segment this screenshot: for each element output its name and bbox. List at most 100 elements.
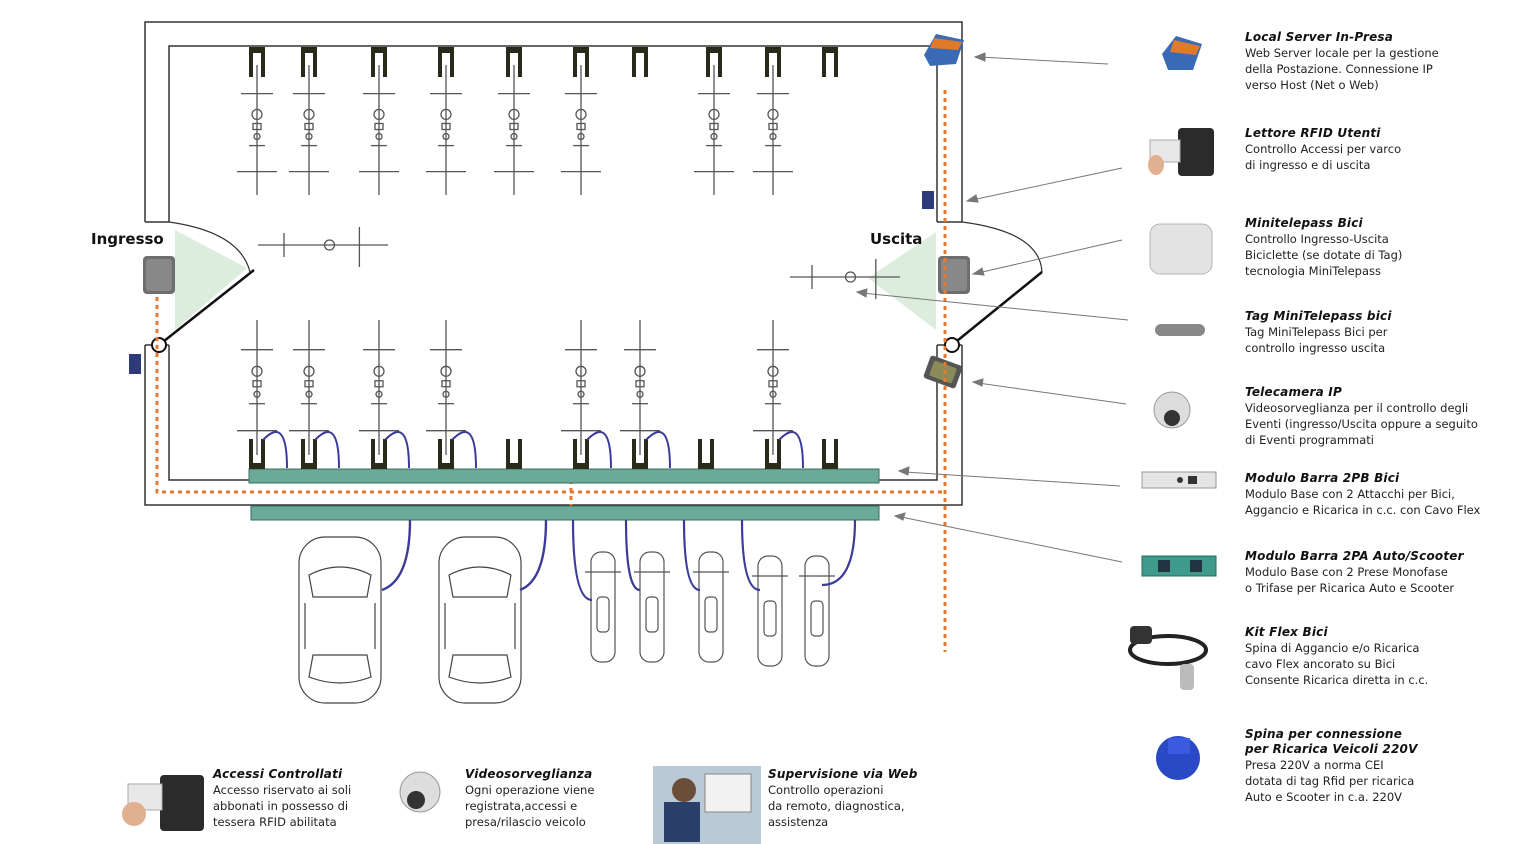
bike-rack bbox=[249, 439, 265, 469]
feature-desc: Ogni operazione viene registrata,accessi… bbox=[465, 783, 595, 829]
bar-module-2pb-icon bbox=[1141, 471, 1217, 489]
rfid-reader-icon bbox=[129, 354, 141, 374]
pointer-lines bbox=[855, 52, 1129, 563]
building-walls bbox=[144, 21, 963, 506]
feature-title: Supervisione via Web bbox=[768, 767, 918, 781]
legend-item-desc: Modulo Base con 2 Prese Monofase o Trifa… bbox=[1245, 565, 1455, 595]
flex-cable bbox=[778, 431, 804, 469]
legend-item-desc: Tag MiniTelepass Bici per controllo ingr… bbox=[1245, 325, 1388, 355]
scooter bbox=[634, 551, 670, 663]
bicycle bbox=[694, 65, 734, 195]
ip-camera-icon bbox=[1153, 391, 1191, 429]
tag-icon bbox=[1155, 324, 1205, 336]
flex-cable bbox=[586, 431, 612, 469]
legend-item-desc: Controllo Ingresso-Uscita Biciclette (se… bbox=[1245, 232, 1403, 278]
bike-rack bbox=[698, 439, 714, 469]
bike-rack bbox=[249, 47, 265, 77]
legend-item-title: Local Server In-Presa bbox=[1245, 30, 1394, 44]
scooter bbox=[752, 555, 788, 667]
bike-rack bbox=[371, 47, 387, 77]
bicycle bbox=[561, 320, 601, 455]
feature-title: Videosorveglianza bbox=[465, 767, 593, 781]
car bbox=[438, 536, 522, 704]
car bbox=[298, 536, 382, 704]
bicycle bbox=[753, 65, 793, 195]
legend-item-desc: Controllo Accessi per varco di ingresso … bbox=[1245, 142, 1402, 172]
exit-label: Uscita bbox=[870, 230, 923, 248]
bike-rack bbox=[822, 439, 838, 469]
network-cable bbox=[155, 90, 947, 652]
scooter bbox=[799, 555, 835, 667]
bicycle bbox=[494, 65, 534, 195]
ip-camera-icon bbox=[923, 355, 963, 389]
flex-cable bbox=[314, 431, 340, 469]
bicycle bbox=[289, 65, 329, 195]
bicycle bbox=[258, 227, 388, 267]
bicycle bbox=[359, 320, 399, 455]
rfid-reader-icon bbox=[922, 191, 934, 209]
bicycle bbox=[289, 320, 329, 455]
minitelepass-icon bbox=[1149, 223, 1213, 275]
legend-item-title: Telecamera IP bbox=[1245, 385, 1342, 399]
entrance-gate bbox=[143, 221, 255, 353]
legend-item-title: Spina per connessione per Ricarica Veico… bbox=[1245, 727, 1418, 756]
flex-cable bbox=[645, 431, 671, 469]
flex-cable bbox=[384, 431, 410, 469]
legend-item-desc: Web Server locale per la gestione della … bbox=[1245, 46, 1439, 92]
legend-item-title: Modulo Barra 2PB Bici bbox=[1245, 471, 1400, 485]
bike-rack bbox=[706, 47, 722, 77]
legend-item-desc: Presa 220V a norma CEI dotata di tag Rfi… bbox=[1245, 758, 1415, 804]
entrance-label: Ingresso bbox=[91, 230, 164, 248]
feature-title: Accessi Controllati bbox=[213, 767, 343, 781]
feature-desc: Controllo operazioni da remoto, diagnost… bbox=[768, 783, 905, 829]
bike-rack bbox=[371, 439, 387, 469]
bike-rack bbox=[301, 47, 317, 77]
legend-item-desc: Spina di Aggancio e/o Ricarica cavo Flex… bbox=[1245, 641, 1429, 687]
bar-module-2pa-icon bbox=[1141, 555, 1217, 577]
dome-camera-icon bbox=[399, 771, 441, 813]
bicycle bbox=[237, 320, 277, 455]
legend-item-title: Modulo Barra 2PA Auto/Scooter bbox=[1245, 549, 1464, 563]
bicycle bbox=[426, 65, 466, 195]
bicycle bbox=[620, 320, 660, 455]
flex-cable bbox=[451, 431, 477, 469]
bicycle bbox=[790, 259, 900, 299]
bike-rack bbox=[632, 439, 648, 469]
bike-rack bbox=[573, 439, 589, 469]
server-icon bbox=[1162, 36, 1202, 70]
bike-rack bbox=[765, 47, 781, 77]
bike-rack bbox=[765, 439, 781, 469]
bike-rack bbox=[301, 439, 317, 469]
bike-rack bbox=[822, 47, 838, 77]
scooter bbox=[585, 551, 621, 663]
bicycle bbox=[753, 320, 793, 455]
legend-item-title: Minitelepass Bici bbox=[1245, 216, 1363, 230]
legend-item-title: Tag MiniTelepass bici bbox=[1245, 309, 1392, 323]
operator-monitor-icon bbox=[653, 766, 761, 844]
rfid-card-icon bbox=[122, 775, 204, 831]
bike-rack bbox=[438, 439, 454, 469]
plug-icon bbox=[1156, 736, 1200, 780]
bar-module-2pa bbox=[250, 505, 880, 521]
scooter bbox=[693, 551, 729, 663]
server-icon bbox=[924, 34, 964, 66]
bike-rack bbox=[573, 47, 589, 77]
bike-rack bbox=[506, 47, 522, 77]
rfid-reader-icon bbox=[1148, 128, 1214, 176]
bicycle bbox=[237, 65, 277, 195]
bicycle bbox=[426, 320, 466, 455]
flex-cable bbox=[262, 431, 288, 469]
bicycle bbox=[359, 65, 399, 195]
bike-rack bbox=[438, 47, 454, 77]
flex-cable-icon bbox=[1128, 626, 1208, 690]
legend-item: Spina per connessione per Ricarica Veico… bbox=[1245, 727, 1418, 805]
